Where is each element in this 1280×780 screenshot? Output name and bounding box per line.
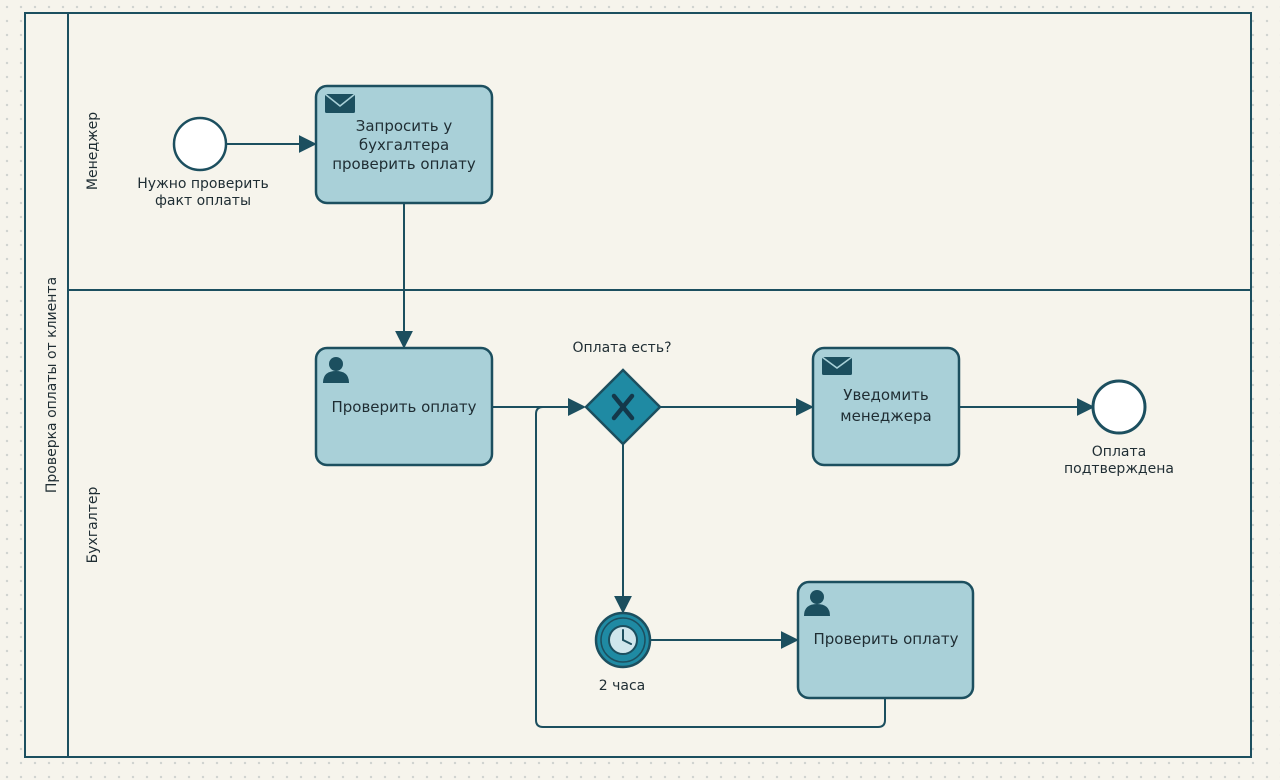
task-notify-manager[interactable]: Уведомить менеджера xyxy=(811,346,961,467)
start-event-circle[interactable] xyxy=(172,116,228,172)
task-check-payment-again-label: Проверить оплату xyxy=(813,630,958,648)
task-notify-manager-label-line-1: Уведомить xyxy=(843,386,928,404)
end-event[interactable]: Оплата подтверждена xyxy=(1064,379,1174,477)
start-event-label-line-2: факт оплаты xyxy=(155,193,251,209)
start-event[interactable]: Нужно проверить факт оплаты xyxy=(137,116,269,209)
lane-label-manager: Менеджер xyxy=(85,112,101,190)
pool-title: Проверка оплаты от клиента xyxy=(44,277,60,493)
task-request-check-label-line-2: бухгалтера xyxy=(359,136,449,154)
task-request-check-label-line-1: Запросить у xyxy=(356,117,453,135)
timer-event-inner-ring xyxy=(600,617,646,663)
end-event-label-line-1: Оплата xyxy=(1092,444,1146,460)
timer-event-label: 2 часа xyxy=(599,678,645,694)
task-check-payment-box[interactable] xyxy=(314,346,494,467)
user-icon xyxy=(804,590,830,616)
x-icon xyxy=(611,393,635,421)
gateway-label: Оплата есть? xyxy=(572,340,671,356)
flow-recheck-loop-to-gateway[interactable] xyxy=(535,398,886,728)
end-event-circle[interactable] xyxy=(1091,379,1147,435)
task-request-check-box[interactable] xyxy=(314,84,494,205)
task-notify-manager-box[interactable] xyxy=(811,346,961,467)
task-notify-manager-label-line-2: менеджера xyxy=(840,407,931,425)
clock-icon xyxy=(608,625,638,655)
lane-label-accountant: Бухгалтер xyxy=(85,487,101,564)
gateway-payment-exists[interactable]: Оплата есть? xyxy=(572,340,672,446)
user-icon xyxy=(323,357,349,383)
task-check-payment-again-box[interactable] xyxy=(796,580,975,700)
sequence-flows xyxy=(226,135,1095,728)
start-event-label-line-1: Нужно проверить xyxy=(137,176,268,192)
task-request-check-label-line-3: проверить оплату xyxy=(332,155,476,173)
timer-event[interactable]: 2 часа xyxy=(594,611,652,694)
task-check-payment-label: Проверить оплату xyxy=(331,398,476,416)
end-event-label-line-2: подтверждена xyxy=(1064,461,1174,477)
task-request-check[interactable]: Запросить у бухгалтера проверить оплату xyxy=(314,84,494,205)
task-check-payment-again[interactable]: Проверить оплату xyxy=(796,580,975,700)
task-check-payment[interactable]: Проверить оплату xyxy=(314,346,494,467)
envelope-icon xyxy=(324,93,356,113)
envelope-icon xyxy=(821,356,853,375)
